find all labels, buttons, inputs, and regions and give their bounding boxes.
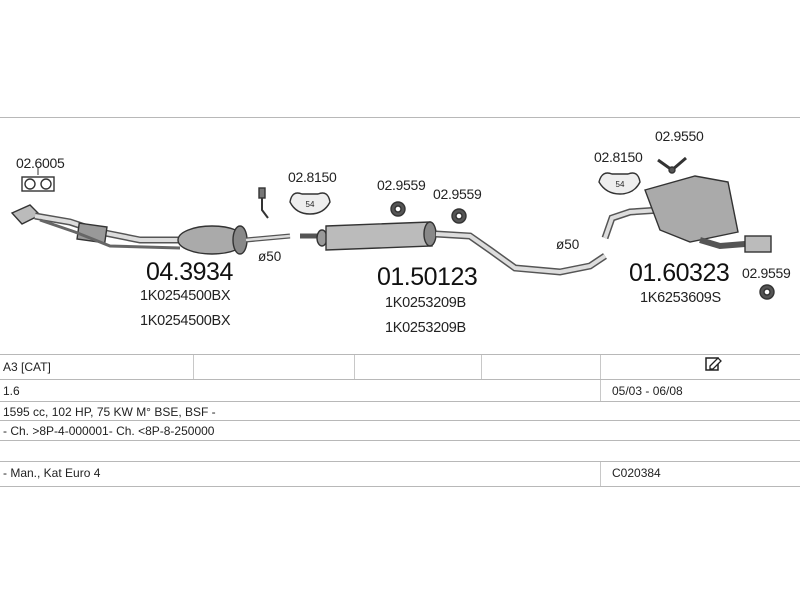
engine-size: 1.6 (3, 384, 20, 398)
kit-code: C020384 (612, 466, 661, 480)
rubber-mount-icon (451, 208, 467, 224)
clamp-icon (289, 192, 331, 215)
table-line (0, 440, 800, 441)
table-cell-divider (600, 462, 601, 486)
clamp-2-part-number: 02.8150 (594, 149, 643, 165)
clamp-1-size: 54 (306, 200, 315, 209)
table-line (0, 420, 800, 421)
middle-silencer-part-number: 01.50123 (377, 263, 478, 291)
gasket-icon (21, 168, 55, 192)
gearbox-info: - Man., Kat Euro 4 (3, 466, 101, 480)
front-pipe-part-number: 04.3934 (146, 258, 233, 286)
rubber-mount-icon (759, 284, 775, 300)
rubber-mount-icon (390, 201, 406, 217)
front-pipe-catalyst-shape (10, 204, 291, 255)
middle-diameter: ø50 (556, 237, 580, 252)
rear-silencer-part-number: 01.60323 (629, 259, 730, 287)
edit-icon[interactable] (705, 356, 723, 372)
front-diameter: ø50 (258, 249, 282, 264)
middle-silencer-oem-1: 1K0253209B (385, 295, 466, 311)
clamp-2-size: 54 (616, 180, 625, 189)
table-line (0, 354, 800, 355)
table-line (0, 486, 800, 487)
hanger-icon (657, 156, 687, 174)
gasket-part-number: 02.6005 (16, 155, 65, 171)
chassis-range: - Ch. >8P-4-000001- Ch. <8P-8-250000 (3, 424, 215, 438)
middle-silencer-oem-2: 1K0253209B (385, 320, 466, 336)
top-divider (0, 117, 800, 118)
table-line (0, 461, 800, 462)
rubber-3-part-number: 02.9559 (742, 265, 791, 281)
rear-silencer-shape (601, 175, 772, 253)
production-years: 05/03 - 06/08 (612, 384, 683, 398)
table-cell-divider (600, 355, 601, 379)
table-line (0, 401, 800, 402)
rubber-1-part-number: 02.9559 (377, 177, 426, 193)
table-cell-divider (600, 380, 601, 401)
rear-silencer-oem: 1K6253609S (640, 290, 721, 306)
clamp-icon (598, 172, 641, 195)
table-line (0, 379, 800, 380)
hanger-part-number: 02.9550 (655, 128, 704, 144)
vehicle-model: A3 [CAT] (3, 360, 51, 374)
table-cell-divider (354, 355, 355, 379)
clamp-1-part-number: 02.8150 (288, 169, 337, 185)
front-pipe-oem-1: 1K0254500BX (140, 288, 231, 304)
table-cell-divider (193, 355, 194, 379)
sensor-icon (258, 187, 269, 219)
engine-spec: 1595 cc, 102 HP, 75 KW M° BSE, BSF - (3, 405, 216, 419)
exhaust-system-diagram: 54 54 (10, 156, 775, 300)
middle-silencer-shape (300, 221, 607, 276)
table-cell-divider (481, 355, 482, 379)
front-pipe-oem-2: 1K0254500BX (140, 313, 231, 329)
rubber-2-part-number: 02.9559 (433, 186, 482, 202)
